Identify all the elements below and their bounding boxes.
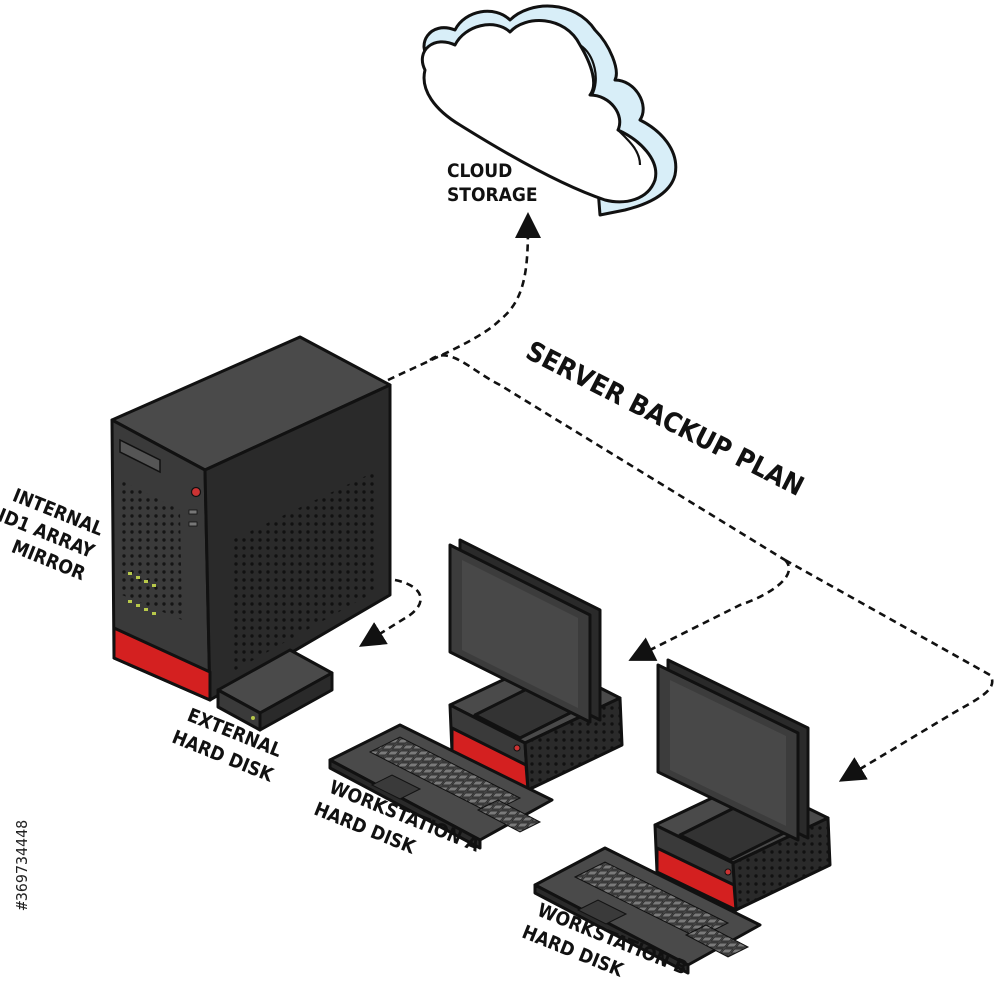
keyboard-b-icon <box>533 846 762 975</box>
backup-connections <box>358 212 994 782</box>
link-server-cloud <box>387 212 541 382</box>
stock-image-id: #369734448 <box>12 760 32 970</box>
cloud-label-line2: STORAGE <box>447 184 538 206</box>
link-to-workstation-b <box>784 558 994 782</box>
link-to-external-disk <box>358 578 422 647</box>
cloud-label-line1: CLOUD <box>447 160 512 182</box>
stock-image-id-text: #369734448 <box>13 819 31 911</box>
workstation-b-icon <box>653 658 832 912</box>
workstation-a-icon <box>448 538 624 792</box>
link-to-workstation-a <box>628 559 791 661</box>
diagram-title: SERVER BACKUP PLAN <box>521 336 809 503</box>
external-hard-disk-icon <box>216 648 334 732</box>
internal-raid-label: INTERNAL RAID1 ARRAY MIRROR <box>0 484 106 585</box>
server-tower-icon <box>110 335 392 702</box>
cloud-icon <box>420 4 678 217</box>
link-server-branch <box>429 354 786 562</box>
keyboard-a-icon <box>328 723 554 850</box>
